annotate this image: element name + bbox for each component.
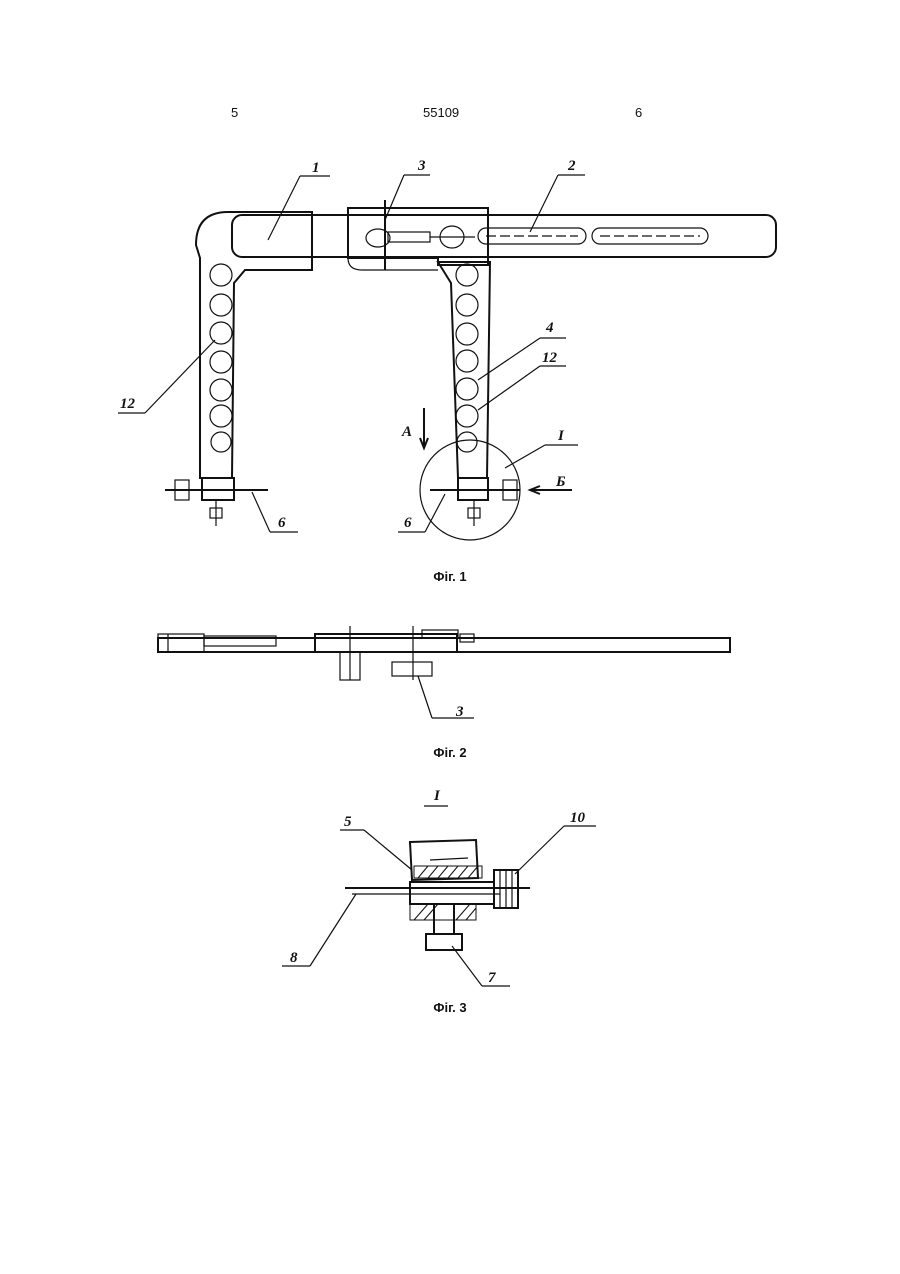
fig3-label-7: 7 (488, 970, 496, 986)
fig3-label-10: 10 (570, 810, 586, 826)
fig3-title: I (433, 788, 441, 804)
fig3-label-5: 5 (344, 814, 352, 830)
label-2: 2 (567, 158, 576, 174)
label-6-left: 6 (278, 515, 286, 531)
label-1: 1 (312, 160, 320, 176)
label-12-right: 12 (542, 350, 558, 366)
figure-1-drawing: 1 3 2 4 12 12 A I Б 6 6 (0, 0, 900, 560)
label-detail-i: I (557, 428, 565, 444)
figure-3-drawing: I (0, 770, 900, 1000)
figure-1-caption: Фіг. 1 (0, 569, 900, 584)
left-arm-holes (210, 264, 232, 452)
label-4: 4 (545, 320, 554, 336)
figure-2-caption: Фіг. 2 (0, 745, 900, 760)
figure-3-caption: Фіг. 3 (0, 1000, 900, 1015)
label-12-left: 12 (120, 396, 136, 412)
left-arm (196, 212, 312, 478)
fig2-label-3: 3 (455, 704, 464, 720)
fig3-label-8: 8 (290, 950, 298, 966)
right-leg-holes (456, 264, 478, 452)
label-6-right: 6 (404, 515, 412, 531)
label-b: Б (555, 474, 566, 490)
label-3: 3 (417, 158, 426, 174)
label-a: A (401, 424, 412, 440)
figure-2-drawing: 3 (0, 620, 900, 740)
